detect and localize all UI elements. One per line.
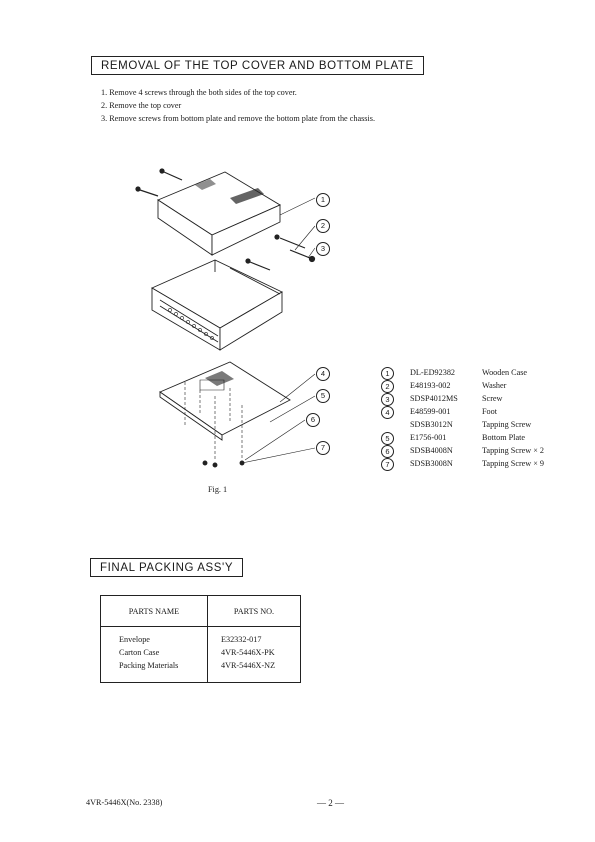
part-description: Tapping Screw × 9 [482, 459, 545, 468]
packing-table: PARTS NAME PARTS NO. Envelope E32332-017… [100, 595, 302, 683]
part-number-badge: 2 [381, 380, 394, 393]
cell-parts-name: Packing Materials [100, 661, 208, 683]
top-cover-drawing [158, 172, 280, 255]
section-title-packing: FINAL PACKING ASS'Y [90, 558, 244, 577]
callout-1: 1 [316, 193, 330, 207]
part-description: Foot [482, 407, 498, 416]
part-code: SDSB3012N [410, 420, 453, 429]
part-description: Screw [482, 394, 503, 403]
callout-4: 4 [316, 367, 330, 381]
removal-steps: 1. Remove 4 screws through the both side… [101, 86, 375, 125]
part-code: SDSB3008N [410, 459, 453, 468]
table-row: Envelope E32332-017 [100, 626, 302, 648]
cell-parts-no: 4VR-5446X-NZ [206, 661, 302, 683]
part-description: Washer [482, 381, 507, 390]
part-number-badge: 5 [381, 432, 394, 445]
table-row: Carton Case 4VR-5446X-PK [100, 648, 302, 661]
bottom-plate-drawing [160, 362, 290, 467]
callout-2: 2 [316, 219, 330, 233]
section-title-removal: REMOVAL OF THE TOP COVER AND BOTTOM PLAT… [91, 56, 424, 75]
footer-page-number: — 2 — [317, 798, 344, 808]
cell-parts-name: Envelope [100, 626, 208, 648]
callout-3: 3 [316, 242, 330, 256]
part-number-badge: 3 [381, 393, 394, 406]
callout-5: 5 [316, 389, 330, 403]
part-number-badge: 1 [381, 367, 394, 380]
table-row: Packing Materials 4VR-5446X-NZ [100, 661, 302, 683]
part-code: E48599-001 [410, 407, 451, 416]
step-1: 1. Remove 4 screws through the both side… [101, 88, 297, 97]
chassis-drawing [152, 260, 282, 350]
callout-7: 7 [316, 441, 330, 455]
callout-leaders [242, 198, 315, 463]
part-description: Tapping Screw × 2 [482, 446, 545, 455]
part-description: Wooden Case [482, 368, 528, 377]
part-code: DL-ED92382 [410, 368, 456, 377]
table-header-row: PARTS NAME PARTS NO. [100, 595, 302, 627]
step-2: 2. Remove the top cover [101, 101, 182, 110]
part-number-badge: 7 [381, 458, 394, 471]
callout-6: 6 [306, 413, 320, 427]
cover-screws [136, 169, 315, 270]
cell-parts-no: E32332-017 [206, 626, 302, 648]
footer-model-number: 4VR-5446X(No. 2338) [86, 798, 163, 807]
part-number-badge: 4 [381, 406, 394, 419]
cell-parts-no: 4VR-5446X-PK [206, 648, 302, 661]
part-code: E1756-001 [410, 433, 447, 442]
part-description: Tapping Screw [482, 420, 532, 429]
part-description: Bottom Plate [482, 433, 525, 442]
exploded-view-diagram [130, 160, 345, 480]
part-code: SDSB4008N [410, 446, 453, 455]
column-header-parts-no: PARTS NO. [206, 595, 302, 627]
column-header-parts-name: PARTS NAME [100, 595, 208, 627]
figure-caption: Fig. 1 [208, 485, 228, 494]
step-3: 3. Remove screws from bottom plate and r… [101, 114, 375, 123]
cell-parts-name: Carton Case [100, 648, 208, 661]
part-code: E48193-002 [410, 381, 451, 390]
part-number-badge: 6 [381, 445, 394, 458]
part-code: SDSP4012MS [410, 394, 458, 403]
